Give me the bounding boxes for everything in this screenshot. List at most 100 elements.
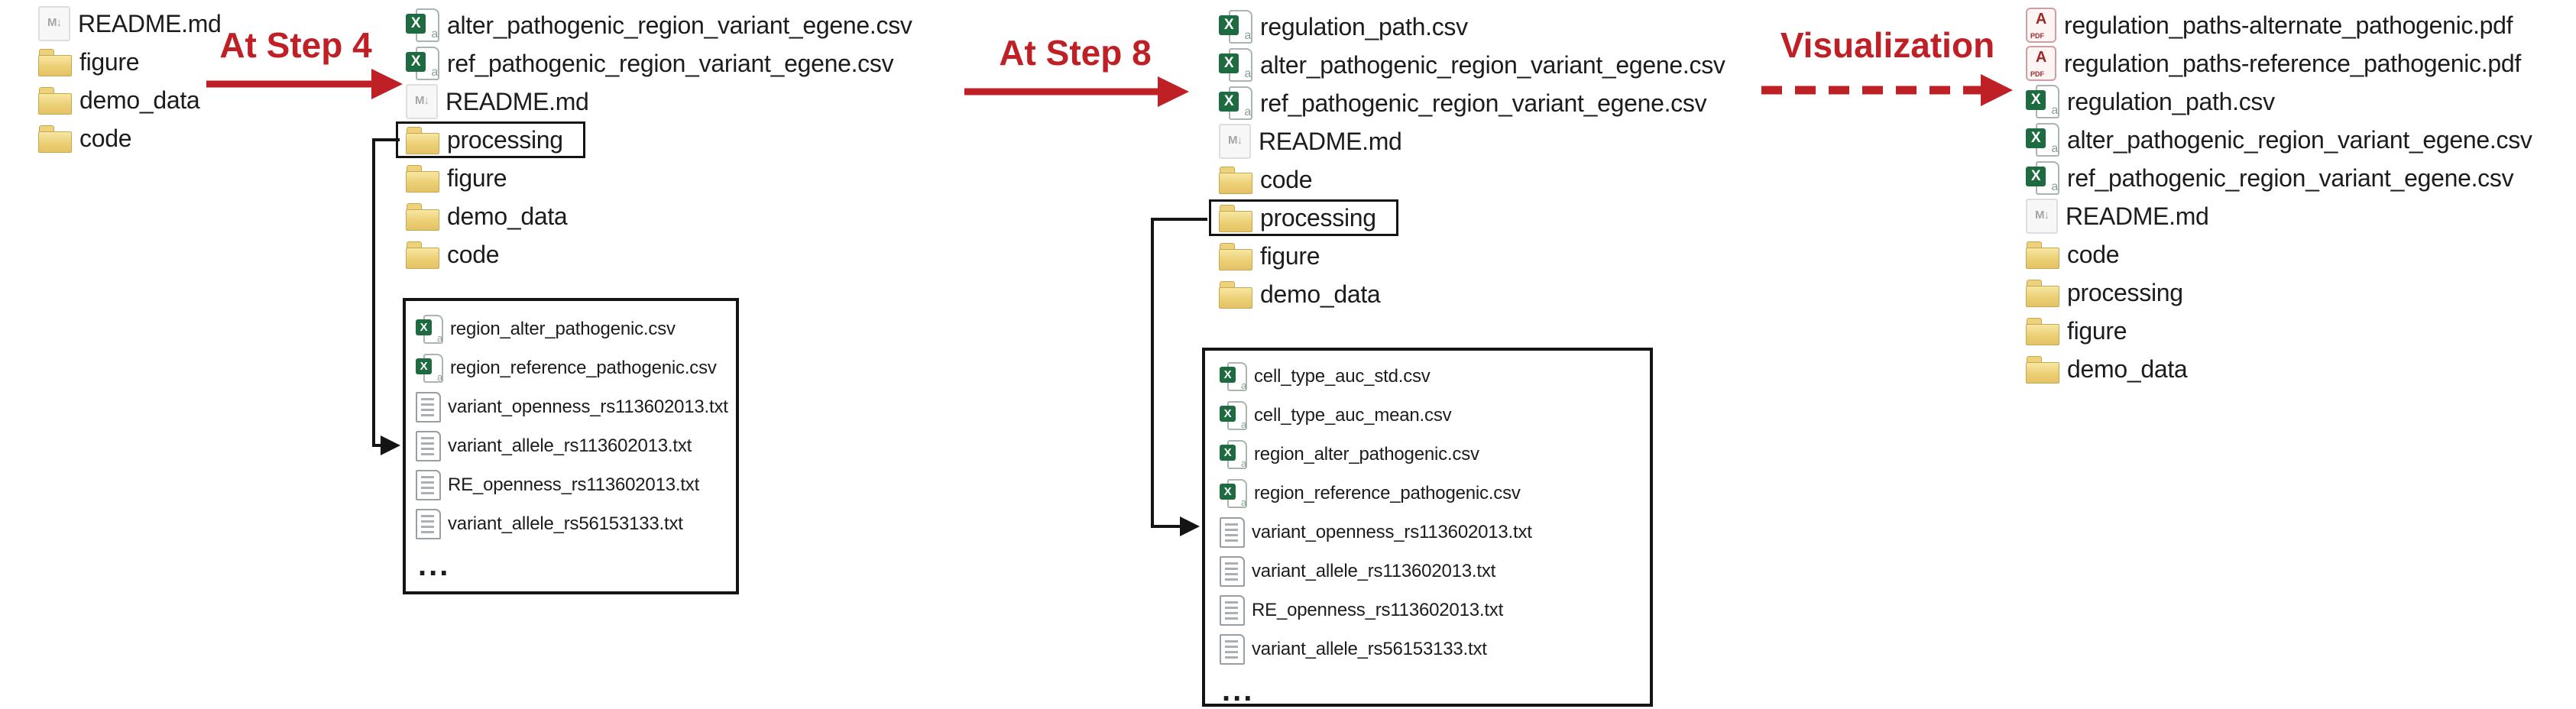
text-file-icon — [416, 469, 441, 500]
text-file-icon — [1220, 516, 1245, 548]
file-row: a ref_pathogenic_region_variant_egene.cs… — [2026, 159, 2532, 197]
folder-name: demo_data — [1260, 280, 1381, 308]
folder-name: demo_data — [447, 202, 568, 230]
csv-file-icon: a — [1220, 400, 1247, 431]
folder-icon — [406, 202, 439, 231]
text-file-icon — [416, 391, 441, 422]
csv-file-icon: a — [416, 314, 443, 345]
ellipsis-more-files: ... — [418, 549, 451, 582]
file-name: regulation_paths-reference_pathogenic.pd… — [2064, 50, 2521, 77]
csv-file-icon: a — [406, 8, 439, 43]
csv-file-icon: a — [406, 46, 439, 81]
visualization-arrow-label: Visualization — [1780, 25, 1995, 65]
file-name: alter_pathogenic_region_variant_egene.cs… — [1260, 51, 1725, 79]
folder-icon — [406, 163, 439, 193]
file-name: variant_allele_rs113602013.txt — [1252, 560, 1496, 581]
folder-row: code — [1219, 160, 1725, 199]
file-row: README.md — [38, 5, 222, 43]
step4-arrow-label: At Step 4 — [219, 25, 372, 65]
file-tree-final: regulation_paths-alternate_pathogenic.pd… — [2026, 6, 2532, 388]
file-name: regulation_paths-alternate_pathogenic.pd… — [2064, 11, 2513, 39]
markdown-file-icon — [406, 84, 438, 119]
file-name: cell_type_auc_mean.csv — [1254, 404, 1452, 426]
folder-row: figure — [2026, 312, 2532, 350]
file-row: a alter_pathogenic_region_variant_egene.… — [406, 6, 912, 44]
step8-processing-contents-box: a cell_type_auc_std.csv a cell_type_auc_… — [1202, 348, 1653, 707]
folder-icon — [1219, 165, 1252, 194]
file-row: variant_openness_rs113602013.txt — [410, 387, 733, 426]
folder-row: demo_data — [2026, 350, 2532, 388]
file-row: RE_openness_rs113602013.txt — [410, 465, 733, 504]
folder-name: figure — [447, 164, 507, 192]
file-name: region_reference_pathogenic.csv — [1254, 482, 1521, 503]
markdown-file-icon — [2026, 199, 2058, 234]
arrow-step8-head — [1158, 76, 1189, 107]
file-row: regulation_paths-reference_pathogenic.pd… — [2026, 44, 2532, 83]
text-file-icon — [1220, 633, 1245, 665]
file-row: RE_openness_rs113602013.txt — [1214, 591, 1647, 630]
file-row: a ref_pathogenic_region_variant_egene.cs… — [406, 44, 912, 83]
file-name: README.md — [1259, 128, 1402, 155]
file-name: variant_allele_rs56153133.txt — [448, 513, 683, 534]
folder-name: demo_data — [2067, 355, 2188, 383]
folder-icon — [1219, 280, 1252, 309]
folder-name: code — [2067, 241, 2120, 268]
file-name: variant_openness_rs113602013.txt — [448, 396, 728, 417]
file-name: region_alter_pathogenic.csv — [450, 318, 676, 339]
text-file-icon — [1220, 555, 1245, 587]
arrow-step4-head — [371, 69, 403, 99]
folder-icon — [2026, 278, 2059, 307]
file-tree-step4: a alter_pathogenic_region_variant_egene.… — [396, 6, 912, 274]
step4-processing-contents-box: a region_alter_pathogenic.csv a region_r… — [403, 298, 739, 594]
connector-step4-elbow — [372, 138, 400, 447]
file-tree-initial: README.md figure demo_data code — [38, 5, 222, 157]
file-name: variant_allele_rs113602013.txt — [448, 435, 692, 456]
file-row: variant_allele_rs56153133.txt — [1214, 630, 1647, 669]
folder-name: processing — [447, 126, 563, 154]
file-row: a regulation_path.csv — [1219, 8, 1725, 46]
file-tree-step8: a regulation_path.csv a alter_pathogenic… — [1209, 8, 1725, 313]
folder-name: code — [447, 241, 500, 268]
folder-name: code — [1260, 166, 1313, 193]
file-row: README.md — [1219, 122, 1725, 160]
file-row: a cell_type_auc_std.csv — [1214, 357, 1647, 396]
folder-row: processing — [2026, 274, 2532, 312]
file-row: a region_alter_pathogenic.csv — [410, 309, 733, 348]
folder-row: demo_data — [38, 81, 222, 119]
file-row: a regulation_path.csv — [2026, 83, 2532, 121]
folder-icon — [1219, 241, 1252, 270]
folder-row: demo_data — [1219, 275, 1725, 313]
folder-row: demo_data — [406, 197, 912, 235]
folder-name: code — [79, 125, 132, 152]
csv-file-icon: a — [416, 353, 443, 384]
connector-step4-arrowhead — [381, 435, 400, 455]
file-name: README.md — [2066, 202, 2209, 230]
folder-row: figure — [38, 43, 222, 81]
file-name: ref_pathogenic_region_variant_egene.csv — [2067, 164, 2514, 192]
file-row: variant_allele_rs113602013.txt — [410, 426, 733, 465]
folder-icon — [2026, 240, 2059, 269]
folder-row: code — [406, 235, 912, 274]
markdown-file-icon — [38, 6, 70, 41]
folder-name: figure — [1260, 242, 1320, 270]
folder-icon — [406, 125, 439, 154]
folder-icon — [38, 47, 72, 76]
csv-file-icon: a — [2026, 160, 2059, 196]
file-name: README.md — [78, 10, 222, 37]
file-row: variant_allele_rs113602013.txt — [1214, 552, 1647, 591]
file-name: cell_type_auc_std.csv — [1254, 365, 1431, 387]
file-row: README.md — [406, 83, 912, 121]
csv-file-icon: a — [1220, 478, 1247, 509]
csv-file-icon: a — [2026, 122, 2059, 157]
text-file-icon — [1220, 594, 1245, 626]
folder-name: figure — [2067, 317, 2127, 345]
folder-icon — [406, 240, 439, 269]
step8-arrow-label: At Step 8 — [999, 33, 1152, 73]
file-name: region_reference_pathogenic.csv — [450, 357, 717, 378]
file-name: ref_pathogenic_region_variant_egene.csv — [1260, 89, 1707, 117]
pdf-file-icon — [2026, 8, 2056, 43]
pdf-file-icon — [2026, 46, 2056, 81]
folder-row: code — [38, 119, 222, 157]
file-name: RE_openness_rs113602013.txt — [448, 474, 700, 495]
